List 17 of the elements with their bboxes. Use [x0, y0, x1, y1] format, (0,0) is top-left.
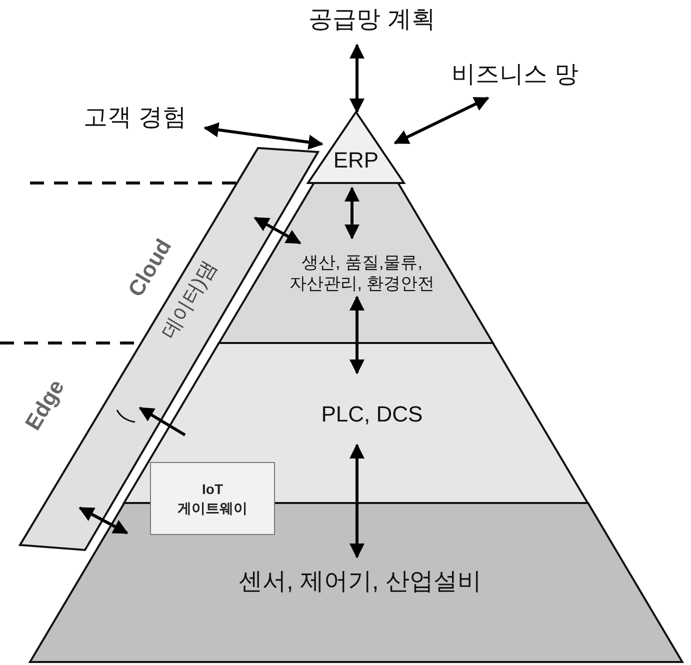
arrow: [350, 44, 364, 114]
arrow: [204, 122, 324, 150]
arrow: [350, 296, 364, 374]
tier-label: ERP: [333, 146, 379, 174]
text-label: 고객 경험: [82, 103, 188, 133]
arrow: [138, 406, 186, 436]
arrow: [254, 216, 302, 244]
text-label: 비즈니스 망: [450, 60, 580, 90]
arrow: [350, 444, 364, 558]
tier-label: 센서, 제어기, 산업설비: [238, 567, 482, 597]
tier-label: 생산, 품질,물류, 자산관리, 환경안전: [288, 252, 436, 294]
tier-label: PLC, DCS: [321, 400, 423, 428]
gateway-box: IoT 게이트웨이: [150, 462, 275, 535]
arrow: [344, 186, 360, 240]
text-label: 공급망 계획: [308, 5, 436, 35]
arrow: [394, 96, 490, 144]
arrow: [78, 506, 128, 534]
